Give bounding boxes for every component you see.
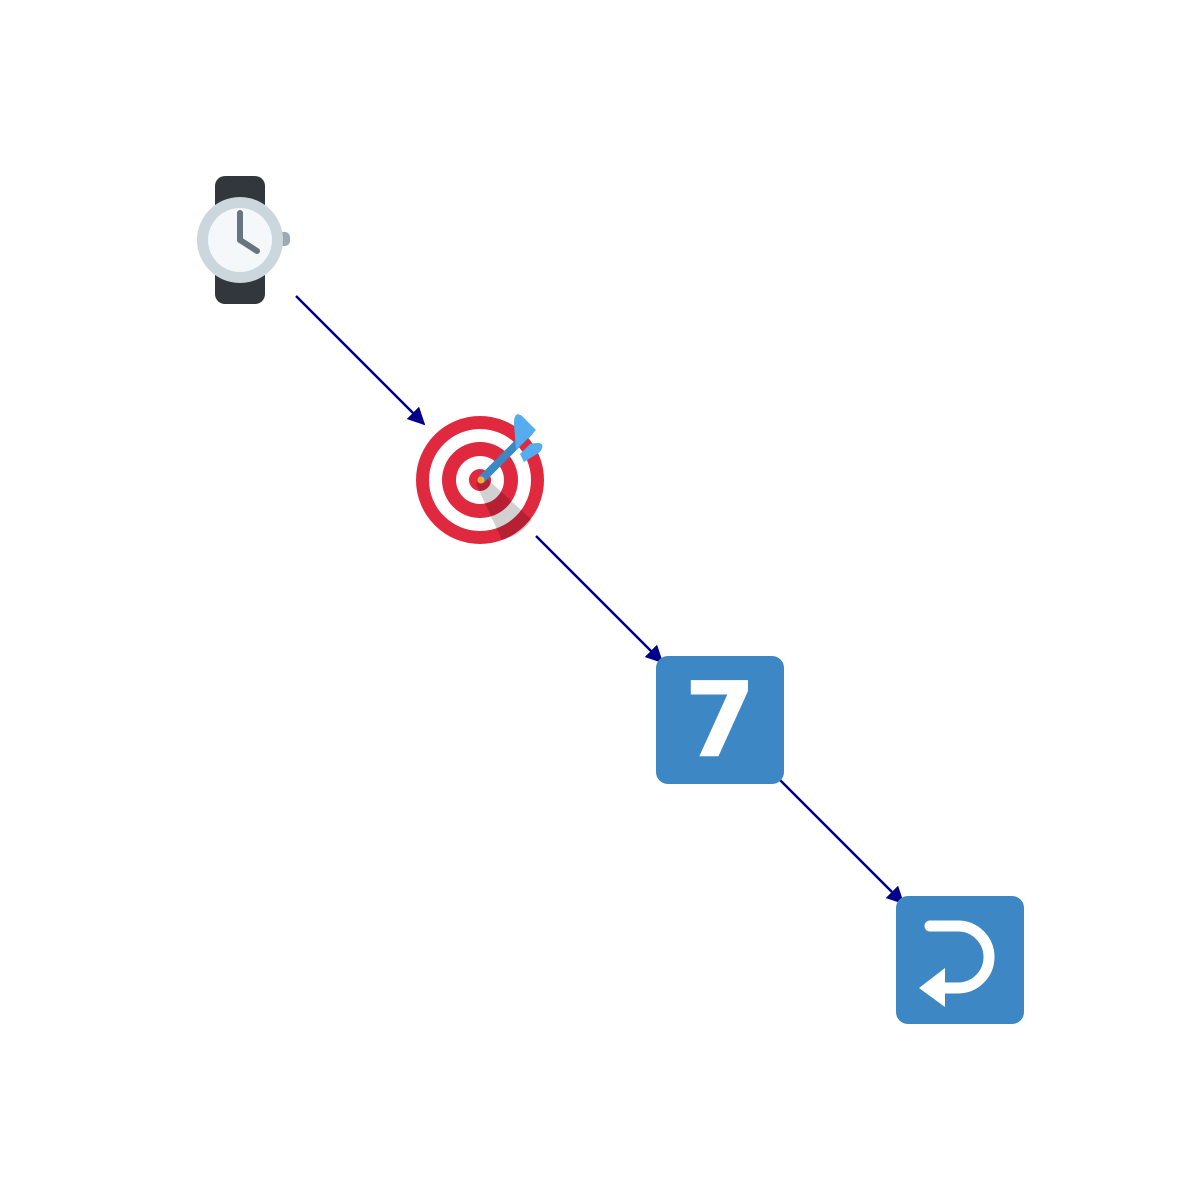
edges bbox=[295, 295, 905, 905]
node-return bbox=[896, 896, 1024, 1024]
direct-hit-target-icon bbox=[416, 414, 544, 544]
keycap-seven-label: 7 bbox=[684, 659, 756, 781]
keycap-seven-icon: 7 bbox=[656, 656, 784, 784]
node-seven: 7 bbox=[656, 656, 784, 784]
node-target bbox=[416, 414, 544, 544]
edge-target-to-seven bbox=[535, 535, 664, 664]
node-watch bbox=[197, 176, 290, 304]
edge-watch-to-target bbox=[295, 295, 426, 426]
return-arrow-icon bbox=[896, 896, 1024, 1024]
edge-seven-to-return bbox=[778, 778, 905, 905]
watch-icon bbox=[197, 176, 290, 304]
